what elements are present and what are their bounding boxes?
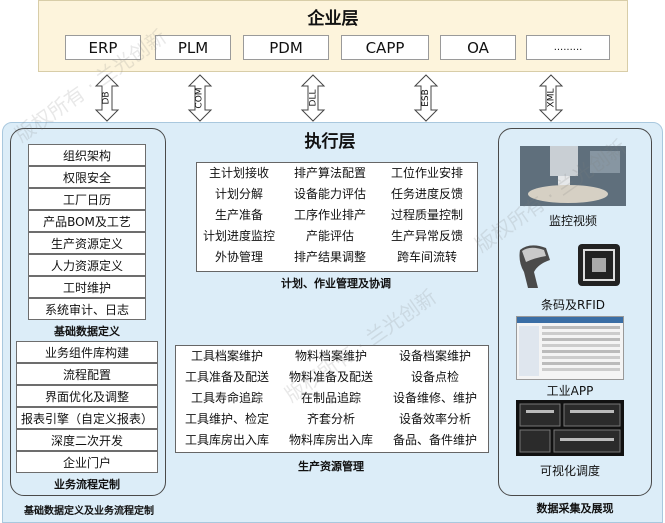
- workflow-caption: 业务流程定制: [54, 478, 120, 491]
- list-item: 生产资源定义: [28, 232, 146, 254]
- barcode-scanner-icon: [519, 245, 550, 288]
- system-more: .........: [526, 35, 610, 60]
- double-arrow-icon: [187, 74, 213, 122]
- grid-cell: 任务进度反馈: [390, 187, 463, 201]
- data-collection-caption: 数据采集及展现: [536, 502, 614, 515]
- double-arrow-icon: [300, 74, 326, 122]
- cnc-machine-icon: [520, 146, 626, 206]
- resources-grid: [175, 345, 489, 453]
- grid-cell: 生产准备: [214, 208, 263, 222]
- grid-cell: 计划分解: [214, 187, 263, 201]
- planning-caption: 计划、作业管理及协调: [281, 277, 391, 290]
- connector-com: COM: [187, 74, 213, 122]
- grid-cell: 物料档案维护: [294, 349, 367, 363]
- list-item: 工时维护: [28, 276, 146, 298]
- grid-cell: 工具寿命追踪: [190, 391, 263, 405]
- grid-cell: 设备维修、维护: [392, 391, 477, 405]
- execution-layer-title: 执行层: [304, 132, 356, 152]
- dashboard-icon: [519, 403, 621, 453]
- grid-cell: 产能评估: [305, 229, 354, 243]
- connector-label: DLL: [308, 89, 318, 107]
- grid-cell: 工具档案维护: [190, 349, 263, 363]
- connector-label: DB: [101, 91, 112, 105]
- basic-data-caption: 基础数据定义: [54, 325, 120, 338]
- list-item: 人力资源定义: [28, 254, 146, 276]
- list-item: 组织架构: [28, 144, 146, 166]
- list-item: 企业门户: [16, 451, 158, 473]
- grid-cell: 物料准备及配送: [288, 370, 373, 384]
- rfid-chip-icon: [583, 249, 615, 281]
- grid-cell: 排产算法配置: [293, 166, 366, 180]
- grid-cell: 跨车间流转: [396, 250, 457, 264]
- left-footer-caption: 基础数据定义及业务流程定制: [24, 506, 154, 517]
- resources-caption: 生产资源管理: [298, 460, 364, 473]
- grid-cell: 工具准备及配送: [184, 370, 269, 384]
- system-erp: ERP: [65, 35, 141, 60]
- grid-cell: 工具维护、检定: [184, 412, 269, 426]
- list-item: 产品BOM及工艺: [28, 210, 146, 232]
- list-item: 业务组件库构建: [16, 341, 158, 363]
- visual-dispatch-label: 可视化调度: [539, 464, 600, 478]
- system-plm: PLM: [155, 35, 231, 60]
- grid-cell: 生产异常反馈: [390, 229, 463, 243]
- left-panel: [10, 128, 166, 496]
- grid-cell: 备品、备件维护: [392, 433, 477, 447]
- grid-cell: 设备点检: [410, 370, 459, 384]
- grid-cell: 排产结果调整: [293, 250, 366, 264]
- list-item: 工厂日历: [28, 188, 146, 210]
- system-oa: OA: [440, 35, 516, 60]
- industrial-app-image: [516, 316, 624, 380]
- list-item: 深度二次开发: [16, 429, 158, 451]
- barcode-scanner-image: [516, 242, 572, 290]
- grid-cell: 设备效率分析: [398, 412, 471, 426]
- connector-label: COM: [194, 87, 205, 109]
- grid-cell: 过程质量控制: [390, 208, 463, 222]
- double-arrow-icon: [538, 74, 564, 122]
- rfid-tag-image: [578, 244, 620, 286]
- grid-cell: 设备档案维护: [398, 349, 471, 363]
- monitoring-video-image: [520, 146, 626, 206]
- grid-cell: 主计划接收: [208, 166, 269, 180]
- connector-esb: ESB: [413, 74, 439, 122]
- grid-cell: 工具库房出入库: [184, 433, 269, 447]
- grid-cell: 计划进度监控: [202, 229, 275, 243]
- system-pdm: PDM: [243, 35, 329, 60]
- list-item: 报表引擎（自定义报表）: [16, 407, 158, 429]
- list-item: 流程配置: [16, 363, 158, 385]
- grid-cell: 物料库房出入库: [288, 433, 373, 447]
- industrial-app-label: 工业APP: [546, 384, 594, 398]
- system-capp: CAPP: [341, 35, 429, 60]
- grid-cell: 工位作业安排: [390, 166, 463, 180]
- connector-db: DB: [94, 74, 120, 122]
- grid-cell: 设备能力评估: [293, 187, 366, 201]
- double-arrow-icon: [94, 74, 120, 122]
- grid-cell: 在制品追踪: [300, 391, 361, 405]
- barcode-rfid-label: 条码及RFID: [540, 298, 606, 312]
- enterprise-layer-title: 企业层: [307, 9, 359, 29]
- list-item: 系统审计、日志: [28, 298, 146, 320]
- list-item: 权限安全: [28, 166, 146, 188]
- connector-label: XML: [545, 88, 556, 108]
- connector-dll: DLL: [300, 74, 326, 122]
- planning-grid: [196, 162, 478, 272]
- grid-cell: 外协管理: [214, 250, 263, 264]
- right-panel: [498, 128, 652, 496]
- visual-dispatch-image: [516, 400, 624, 456]
- list-item: 界面优化及调整: [16, 385, 158, 407]
- connector-label: ESB: [420, 89, 431, 107]
- grid-cell: 齐套分析: [306, 412, 355, 426]
- connector-xml: XML: [538, 74, 564, 122]
- grid-cell: 工序作业排产: [293, 208, 366, 222]
- app-screen-icon: [517, 317, 623, 376]
- double-arrow-icon: [413, 74, 439, 122]
- monitoring-video-label: 监控视频: [548, 214, 597, 228]
